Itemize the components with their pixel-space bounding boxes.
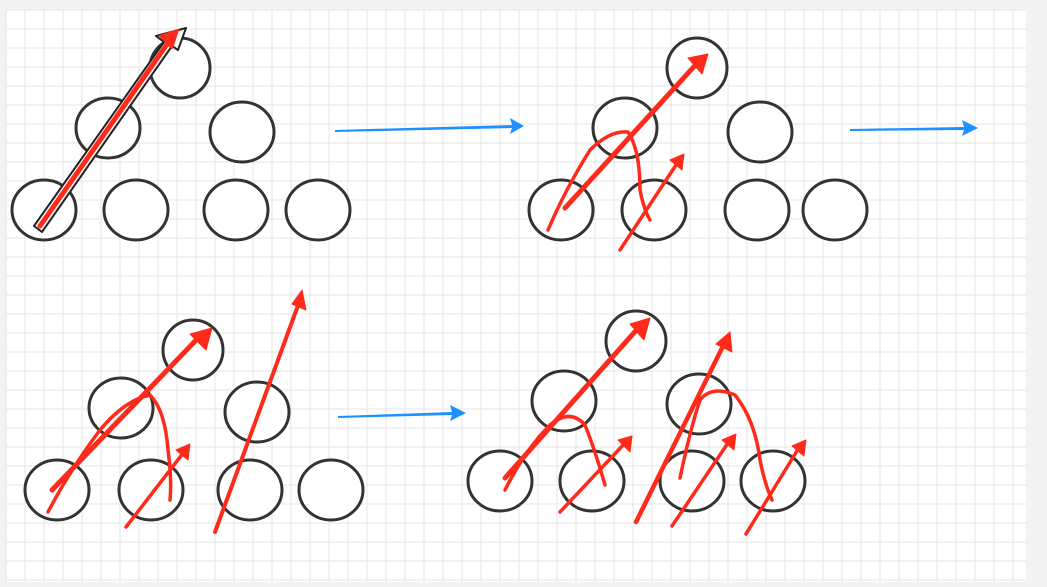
panel4-tall-arrow: [633, 337, 729, 525]
panel4-small-arrow-2: [670, 438, 732, 528]
panel3-small-head: [175, 443, 191, 461]
step-4-node-l2-3: [658, 449, 726, 513]
transition-arrows: [335, 118, 978, 421]
arrow-3-to-4: [338, 405, 466, 421]
panel2-main-head: [687, 53, 709, 75]
step-4-node-root: [604, 309, 668, 373]
step-3-node-l2-4: [297, 458, 365, 522]
panel4-small-head-1: [617, 435, 633, 453]
panel4-small-head-2: [721, 433, 737, 451]
panel3-tall-head: [291, 289, 307, 311]
arrow-1-to-2: [335, 118, 524, 134]
panel2-small-arrow: [618, 160, 680, 252]
step-2-node-l1-left: [591, 96, 659, 160]
step-2-node-l1-right: [726, 100, 794, 164]
panel4-tall-head: [715, 331, 733, 353]
panel4-small-arrow-3: [744, 444, 802, 536]
step-3-node-l2-1: [23, 458, 91, 522]
step-3-node-root: [161, 318, 225, 382]
step-2-node-l2-3: [723, 178, 791, 242]
red-annotation-strokes: [33, 27, 807, 536]
panel4-small-arrow-1: [558, 440, 628, 514]
panel4-scribble-left: [503, 414, 607, 492]
panel4-small-head-3: [791, 439, 807, 457]
step-3-node-l2-3: [216, 458, 284, 522]
step-4-node-l1-left: [530, 369, 598, 433]
panel1-arrow-head: [159, 29, 179, 49]
tree-nodes: [10, 36, 869, 522]
step-1-node-l2-4: [284, 178, 352, 242]
step-2-node-l2-4: [801, 178, 869, 242]
panel3-main-head: [189, 327, 213, 351]
step-1-node-l1-right: [208, 100, 276, 164]
panel1-arrow-red: [37, 37, 173, 229]
panel2-scribble: [546, 130, 652, 232]
step-1-node-l2-3: [202, 178, 270, 242]
step-3-node-l2-2: [117, 458, 185, 522]
arrow-2-to-3: [850, 120, 978, 136]
panel3-small-arrow: [124, 450, 186, 529]
panel3-scribble: [46, 393, 173, 514]
panel2-main-arrow: [562, 57, 703, 211]
step-1-node-l2-2: [102, 178, 170, 242]
panel4-scribble-right: [678, 389, 774, 502]
panel3-tall-arrow: [213, 298, 302, 534]
panel2-small-head: [669, 153, 685, 171]
step-4-node-l2-4: [739, 449, 807, 513]
panel4-main-head: [629, 317, 651, 341]
